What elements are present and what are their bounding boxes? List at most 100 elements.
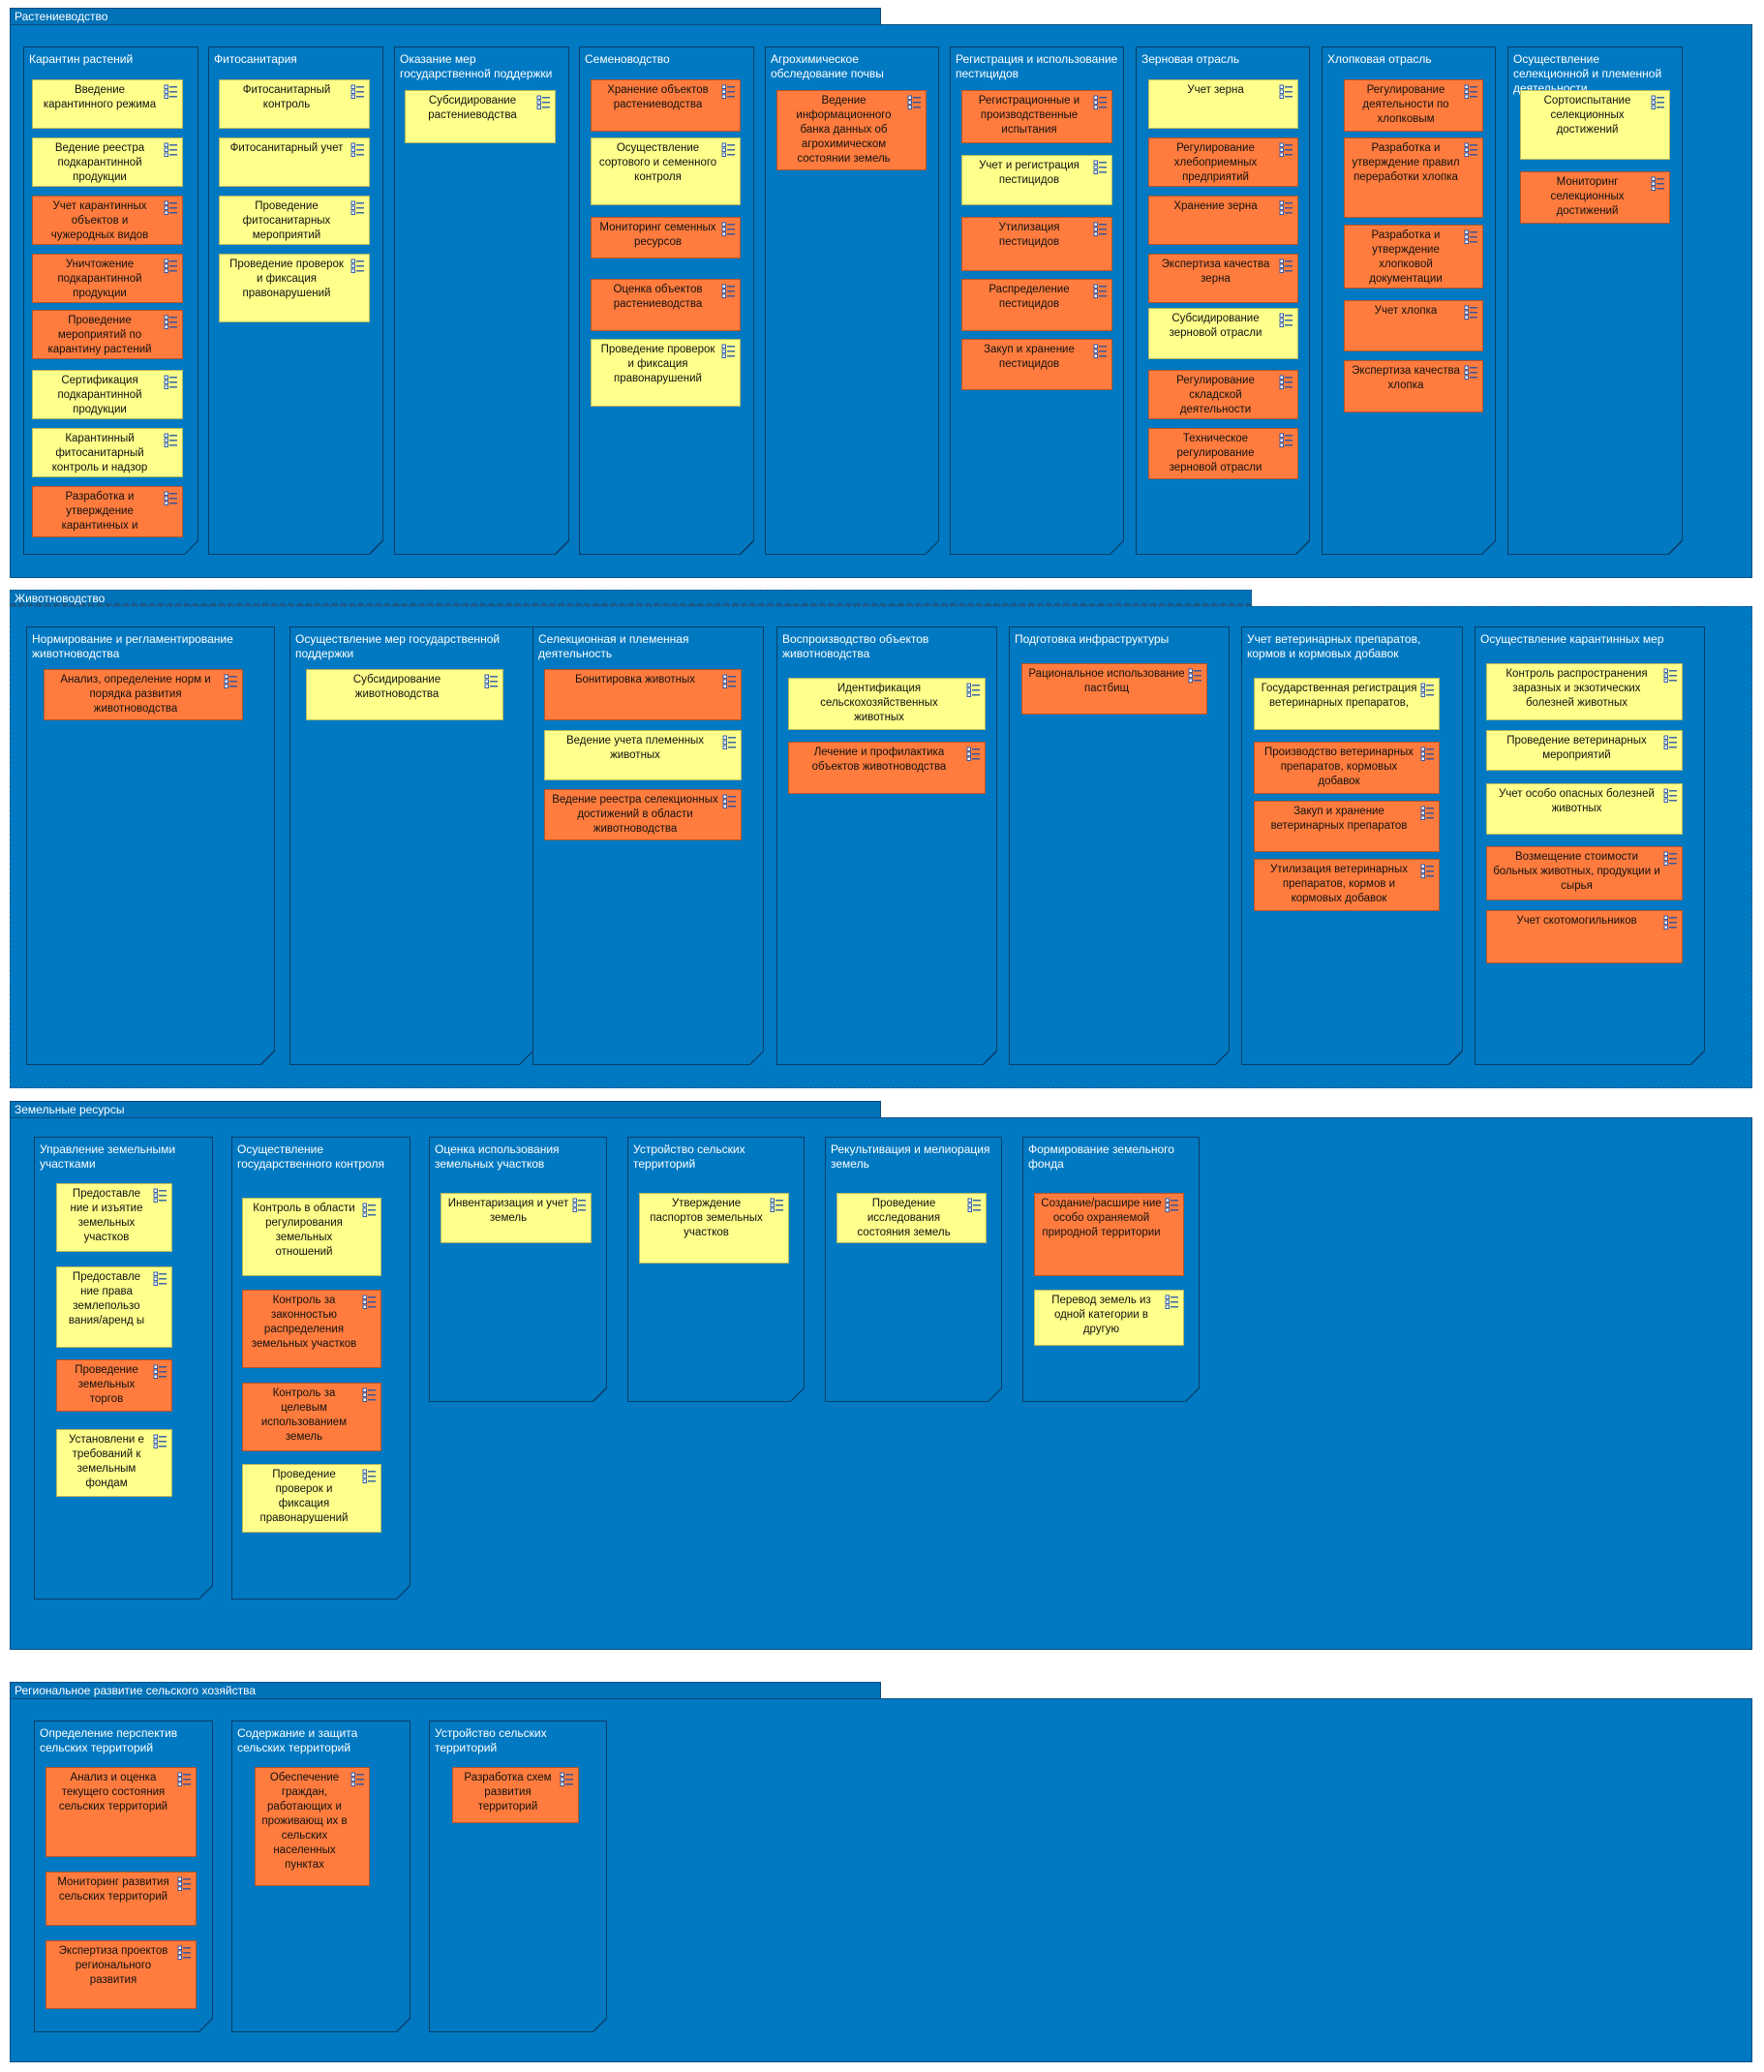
function-label: Уничтожение подкарантинной продукции (57, 259, 142, 299)
function-card[interactable]: Оценка объектов растениеводства (591, 279, 741, 331)
function-card[interactable]: Закуп и хранение пестицидов (961, 339, 1112, 390)
function-card[interactable]: Учет скотомогильников (1486, 910, 1683, 963)
function-card[interactable]: Контроль в области регулирования земельн… (242, 1198, 381, 1276)
function-card[interactable]: Распределение пестицидов (961, 279, 1112, 331)
function-card[interactable]: Контроль распространения заразных и экзо… (1486, 663, 1683, 720)
function-card[interactable]: Разработка схем развития территорий (452, 1767, 579, 1823)
process-list-icon (1663, 788, 1677, 803)
function-card[interactable]: Учет зерна (1148, 79, 1298, 129)
function-card[interactable]: Экспертиза качества хлопка (1344, 360, 1483, 412)
function-card[interactable]: Обеспечение граждан, работающих и прожив… (255, 1767, 370, 1886)
process-list-icon (164, 200, 177, 215)
function-card[interactable]: Проведение проверок и фиксация правонару… (591, 339, 741, 407)
function-card[interactable]: Утилизация ветеринарных препаратов, корм… (1254, 859, 1440, 911)
function-card[interactable]: Экспертиза качества зерна (1148, 254, 1298, 303)
function-card[interactable]: Проведение земельных торгов (56, 1359, 172, 1412)
capability-group[interactable]: Рекультивация и мелиорация земель (825, 1137, 1002, 1402)
function-card[interactable]: Анализ и оценка текущего состояния сельс… (46, 1767, 197, 1857)
function-card[interactable]: Возмещение стоимости больных животных, п… (1486, 846, 1683, 900)
function-card[interactable]: Лечение и профилактика объектов животнов… (788, 742, 986, 794)
function-card[interactable]: Субсидирование растениеводства (405, 90, 556, 143)
group-title: Оказание мер государственной поддержки (400, 52, 553, 80)
function-card[interactable]: Мониторинг семенных ресурсов (591, 217, 741, 259)
function-card[interactable]: Идентификация сельскохозяйственных живот… (788, 678, 986, 730)
function-card[interactable]: Хранение зерна (1148, 196, 1298, 245)
function-card[interactable]: Фитосанитарный контроль (219, 79, 370, 129)
function-card[interactable]: Осуществление сортового и семенного конт… (591, 137, 741, 205)
capability-group[interactable]: Оценка использования земельных участков (429, 1137, 607, 1402)
function-card[interactable]: Анализ, определение норм и порядка разви… (44, 669, 243, 720)
function-card[interactable]: Проведение проверок и фиксация правонару… (242, 1464, 381, 1533)
function-card[interactable]: Ведение реестра подкарантинной продукции (32, 137, 183, 187)
function-card[interactable]: Государственная регистрация ветеринарных… (1254, 678, 1440, 730)
function-label: Субсидирование животноводства (352, 674, 441, 700)
function-card[interactable]: Предоставле ние права землепользо вания/… (56, 1266, 172, 1348)
function-card[interactable]: Регистрационные и производственные испыт… (961, 90, 1112, 143)
function-card[interactable]: Субсидирование животноводства (306, 669, 503, 720)
process-list-icon (967, 1198, 981, 1212)
function-card[interactable]: Проведение ветеринарных мероприятий (1486, 730, 1683, 771)
function-card[interactable]: Бонитировка животных (544, 669, 742, 720)
function-card[interactable]: Проведение исследования состояния земель (836, 1193, 987, 1243)
function-card[interactable]: Контроль за законностью распределения зе… (242, 1290, 381, 1368)
function-card[interactable]: Проведение мероприятий по карантину раст… (32, 310, 183, 359)
function-card[interactable]: Инвентаризация и учет земель (441, 1193, 592, 1243)
section-4[interactable]: Региональное развитие сельского хозяйств… (10, 1682, 1752, 2062)
function-card[interactable]: Регулирование деятельности по хлопковым (1344, 79, 1483, 132)
function-card[interactable]: Регулирование хлебоприемных предприятий (1148, 137, 1298, 187)
function-card[interactable]: Субсидирование зерновой отрасли (1148, 308, 1298, 359)
function-label: Разработка и утверждение хлопковой докум… (1369, 229, 1443, 285)
group-title: Фитосанитария (214, 52, 297, 66)
function-card[interactable]: Ведение информационного банка данных об … (776, 90, 927, 170)
process-list-icon (722, 735, 736, 749)
function-card[interactable]: Введение карантинного режима (32, 79, 183, 129)
function-card[interactable]: Ведение реестра селекционных достижений … (544, 789, 742, 840)
process-list-icon (164, 491, 177, 505)
function-card[interactable]: Уничтожение подкарантинной продукции (32, 254, 183, 303)
function-card[interactable]: Разработка и утверждение правил перерабо… (1344, 137, 1483, 218)
group-title: Воспроизводство объектов животноводства (782, 632, 929, 660)
function-card[interactable]: Установлени е требований к земельным фон… (56, 1429, 172, 1497)
group-title: Оценка использования земельных участков (435, 1143, 560, 1171)
function-card[interactable]: Проведение проверок и фиксация правонару… (219, 254, 370, 322)
function-card[interactable]: Хранение объектов растениеводства (591, 79, 741, 132)
function-label: Ведение реестра селекционных достижений … (552, 794, 718, 835)
function-card[interactable]: Утилизация пестицидов (961, 217, 1112, 271)
function-card[interactable]: Учет карантинных объектов и чужеродных в… (32, 196, 183, 245)
function-card[interactable]: Учет хлопка (1344, 300, 1483, 351)
function-card[interactable]: Проведение фитосанитарных мероприятий (219, 196, 370, 245)
function-card[interactable]: Разработка и утверждение карантинных и (32, 486, 183, 537)
function-card[interactable]: Закуп и хранение ветеринарных препаратов (1254, 801, 1440, 852)
function-card[interactable]: Рациональное использование пастбищ (1021, 663, 1207, 715)
function-card[interactable]: Учет особо опасных болезней животных (1486, 783, 1683, 835)
function-card[interactable]: Ведение учета племенных животных (544, 730, 742, 780)
function-card[interactable]: Сертификация подкарантинной продукции (32, 370, 183, 419)
process-list-icon (536, 95, 550, 109)
function-card[interactable]: Регулирование складской деятельности (1148, 370, 1298, 419)
process-list-icon (362, 1295, 376, 1309)
function-card[interactable]: Контроль за целевым использованием земел… (242, 1383, 381, 1451)
process-list-icon (1279, 142, 1293, 157)
function-card[interactable]: Предоставле ние и изъятие земельных учас… (56, 1183, 172, 1252)
function-card[interactable]: Утверждение паспортов земельных участков (639, 1193, 789, 1264)
function-card[interactable]: Сортоиспытание селекционных достижений (1520, 90, 1670, 160)
function-card[interactable]: Мониторинг развития сельских территорий (46, 1872, 197, 1926)
section-title: Животноводство (10, 590, 1252, 606)
function-card[interactable]: Учет и регистрация пестицидов (961, 155, 1112, 205)
process-list-icon (1093, 160, 1107, 174)
group-title: Карантин растений (29, 52, 134, 66)
function-card[interactable]: Карантинный фитосанитарный контроль и на… (32, 428, 183, 477)
function-card[interactable]: Производство ветеринарных препаратов, ко… (1254, 742, 1440, 794)
function-card[interactable]: Техническое регулирование зерновой отрас… (1148, 428, 1298, 479)
function-card[interactable]: Перевод земель из одной категории в друг… (1034, 1290, 1184, 1346)
function-card[interactable]: Создание/расшире ние особо охраняемой пр… (1034, 1193, 1184, 1276)
function-card[interactable]: Разработка и утверждение хлопковой докум… (1344, 225, 1483, 289)
capability-group[interactable]: Устройство сельских территорий (627, 1137, 805, 1402)
process-list-icon (1093, 222, 1107, 236)
function-card[interactable]: Мониторинг селекционных достижений (1520, 171, 1670, 224)
function-card[interactable]: Экспертиза проектов регионального развит… (46, 1940, 197, 2009)
function-card[interactable]: Фитосанитарный учет (219, 137, 370, 187)
